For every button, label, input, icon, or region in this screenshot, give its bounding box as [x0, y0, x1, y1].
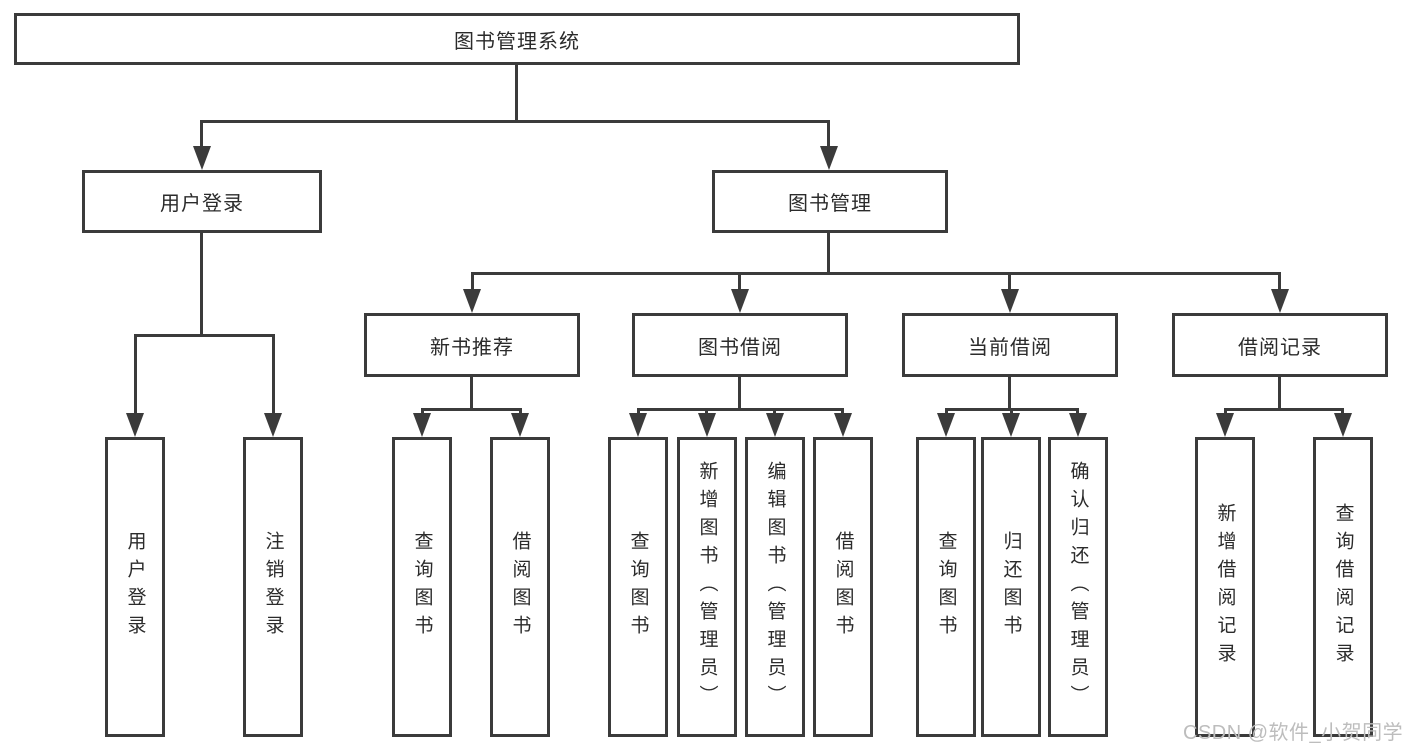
- arrow-down-icon: [193, 146, 211, 170]
- connector-line: [200, 120, 203, 150]
- leaf-cb-return-books: 归还图书: [981, 437, 1041, 737]
- leaf-nbr-query-books: 查询图书: [392, 437, 452, 737]
- connector-line: [515, 65, 518, 123]
- leaf-user-login: 用户登录: [105, 437, 165, 737]
- connector-line: [1278, 377, 1281, 411]
- leaf-br-query-borrow-record: 查询借阅记录: [1313, 437, 1373, 737]
- connector-line: [421, 408, 522, 411]
- connector-line: [471, 272, 1281, 275]
- arrow-down-icon: [1002, 413, 1020, 437]
- arrow-down-icon: [1001, 289, 1019, 313]
- node-new-book-recommendation: 新书推荐: [364, 313, 580, 377]
- arrow-down-icon: [1271, 289, 1289, 313]
- connector-line: [738, 377, 741, 411]
- connector-line: [1008, 377, 1011, 411]
- leaf-bb-edit-books-admin: 编辑图书（管理员）: [745, 437, 805, 737]
- node-user-login: 用户登录: [82, 170, 322, 233]
- leaf-cb-query-books: 查询图书: [916, 437, 976, 737]
- leaf-logout: 注销登录: [243, 437, 303, 737]
- arrow-down-icon: [1069, 413, 1087, 437]
- connector-line: [1008, 272, 1011, 295]
- connector-line: [200, 233, 203, 337]
- leaf-nbr-borrow-books: 借阅图书: [490, 437, 550, 737]
- connector-line: [471, 272, 474, 295]
- leaf-bb-query-books: 查询图书: [608, 437, 668, 737]
- connector-line: [1278, 272, 1281, 295]
- leaf-bb-add-books-admin: 新增图书（管理员）: [677, 437, 737, 737]
- arrow-down-icon: [1334, 413, 1352, 437]
- node-book-borrowing: 图书借阅: [632, 313, 848, 377]
- connector-line: [134, 334, 275, 337]
- node-borrowing-records: 借阅记录: [1172, 313, 1388, 377]
- connector-line: [470, 377, 473, 411]
- arrow-down-icon: [820, 146, 838, 170]
- arrow-down-icon: [511, 413, 529, 437]
- node-current-borrowing: 当前借阅: [902, 313, 1118, 377]
- arrow-down-icon: [413, 413, 431, 437]
- connector-line: [1224, 408, 1344, 411]
- arrow-down-icon: [126, 413, 144, 437]
- arrow-down-icon: [463, 289, 481, 313]
- arrow-down-icon: [731, 289, 749, 313]
- connector-line: [200, 120, 830, 123]
- arrow-down-icon: [834, 413, 852, 437]
- connector-line: [637, 408, 844, 411]
- leaf-br-add-borrow-record: 新增借阅记录: [1195, 437, 1255, 737]
- arrow-down-icon: [766, 413, 784, 437]
- node-book-management: 图书管理: [712, 170, 948, 233]
- leaf-cb-confirm-return-admin: 确认归还（管理员）: [1048, 437, 1108, 737]
- connector-line: [827, 120, 830, 150]
- leaf-bb-borrow-books: 借阅图书: [813, 437, 873, 737]
- connector-line: [738, 272, 741, 295]
- arrow-down-icon: [937, 413, 955, 437]
- arrow-down-icon: [629, 413, 647, 437]
- arrow-down-icon: [264, 413, 282, 437]
- arrow-down-icon: [698, 413, 716, 437]
- connector-line: [134, 334, 137, 416]
- arrow-down-icon: [1216, 413, 1234, 437]
- csdn-watermark: CSDN @软件_小贺同学: [1183, 722, 1404, 744]
- connector-line: [272, 334, 275, 416]
- connector-line: [827, 233, 830, 275]
- node-library-management-system: 图书管理系统: [14, 13, 1020, 65]
